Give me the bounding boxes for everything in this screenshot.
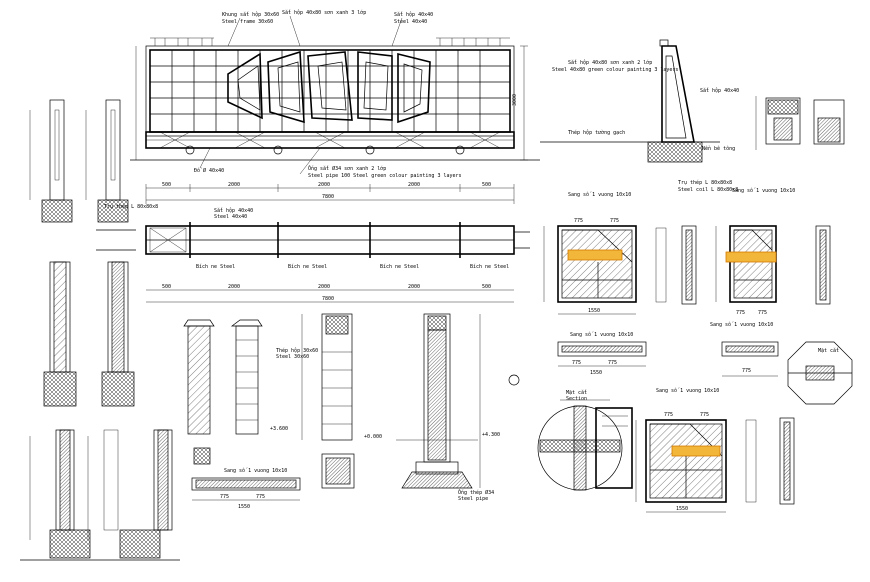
detail-1-dim-a: 775 <box>574 218 583 224</box>
plan-note-3: Steel 40x40 <box>214 214 247 220</box>
strip-2-title: Sang số 1 vuong 10x10 <box>710 321 773 328</box>
strip-1-dim-a: 775 <box>572 360 581 366</box>
callout-4: Steel pipe <box>458 496 488 502</box>
side-note-4: Thép hộp tường gạch <box>568 129 625 136</box>
strip-2-dim: 775 <box>742 368 751 374</box>
column-elevations: +4.300 +3.600 +0.000 Thép hộp 30x60 Stee… <box>183 313 520 502</box>
elevation-note-3: Sắt hộp 40x40 <box>394 11 433 18</box>
elevation-note-7: Steel pipe 100 Steel green colour painti… <box>308 173 462 179</box>
detail-1-dim-c: 1550 <box>588 308 600 314</box>
side-note-3: Sắt hộp 40x40 <box>700 87 739 94</box>
small-sections: Sang số 1 vuong 10x10 775 775 1550 <box>191 447 301 510</box>
elevation-span-5: 500 <box>482 182 491 188</box>
side-note-1: Sắt hộp 40x80 sơn xanh 2 lớp <box>568 59 652 66</box>
elevation-overall-dim: 7800 <box>322 194 334 200</box>
plan-note-1: Trụ thép L 80x80x8 <box>104 203 158 210</box>
connection-label-1: Mặt cắt <box>566 390 587 396</box>
elevation-height-dim: 3000 <box>512 94 518 106</box>
detail-panel-3: Sang số 1 vuong 10x10 775 775 1550 <box>635 387 795 513</box>
strip-1-title: Sang số 1 vuong 10x10 <box>570 331 633 338</box>
side-note-5: Nền bê tông <box>702 145 735 152</box>
elevation-note-4: Steel frame 30x60 <box>222 19 273 25</box>
elevation-span-4: 2000 <box>408 182 420 188</box>
plan-span-5: 500 <box>482 284 491 290</box>
callout-1: Thép hộp 30x60 <box>276 347 318 354</box>
side-label-1: Trụ thép L 80x80x8 <box>678 179 732 186</box>
callout-3: Ống thép Ø34 <box>458 489 494 496</box>
elevation-span-1: 500 <box>162 182 171 188</box>
plan-note-2: Sắt hộp 40x40 <box>214 207 253 214</box>
elevation-note-6: Ống sắt Ø34 sơn xanh 2 lớp <box>308 165 386 172</box>
gate-plan: Trụ thép L 80x80x8 Sắt hộp 40x40 Steel 4… <box>96 203 530 303</box>
level-zero: +0.000 <box>364 434 382 440</box>
side-note-2: Steel 40x80 green colour painting 3 laye… <box>552 67 678 73</box>
detail-2-title: Sang số 1 vuong 10x10 <box>732 187 795 194</box>
left-post-details <box>20 99 180 561</box>
detail-2-dim-b: 775 <box>758 310 767 316</box>
elevation-span-3: 2000 <box>318 182 330 188</box>
strip-1-dim-b: 775 <box>608 360 617 366</box>
small-section-title: Sang số 1 vuong 10x10 <box>224 467 287 474</box>
plan-note-5: Bích ne Steel <box>288 263 327 270</box>
plan-span-3: 2000 <box>318 284 330 290</box>
detail-1-dim-b: 775 <box>610 218 619 224</box>
side-label-2: Steel coil L 80x80x8 <box>678 187 738 193</box>
elevation-note-5: Steel 40x40 <box>394 19 427 25</box>
side-section: Sắt hộp 40x80 sơn xanh 2 lớp Steel 40x80… <box>540 39 845 193</box>
plan-note-7: Bích ne Steel <box>470 263 509 270</box>
small-section-dim-c: 1550 <box>238 504 250 510</box>
detail-3-dim-a: 775 <box>664 412 673 418</box>
elevation-note-8: Đồ Ø 40x40 <box>194 167 224 174</box>
plan-span-4: 2000 <box>408 284 420 290</box>
gate-elevation: 3000 500 2000 2000 2000 500 7800 Khung s… <box>130 9 540 204</box>
connection-label-2: Section <box>566 396 587 402</box>
elevation-note-1: Khung sắt hộp 30x60 <box>222 11 279 18</box>
detail-strips: Sang số 1 vuong 10x10 775 775 1550 Sang … <box>557 321 779 377</box>
plan-span-1: 500 <box>162 284 171 290</box>
plan-span-2: 2000 <box>228 284 240 290</box>
level-top: +4.300 <box>482 432 500 438</box>
detail-panel-2: Sang số 1 vuong 10x10 775 775 <box>715 187 831 316</box>
elevation-span-2: 2000 <box>228 182 240 188</box>
plan-overall-dim: 7800 <box>322 296 334 302</box>
detail-1-title: Sang số 1 vuong 10x10 <box>568 191 631 198</box>
connection-detail: Mặt cắt Section <box>537 390 633 491</box>
detail-2-dim-a: 775 <box>736 310 745 316</box>
detail-3-dim-c: 1550 <box>676 506 688 512</box>
plan-note-6: Bích ne Steel <box>380 263 419 270</box>
strip-1-dim-c: 1550 <box>590 370 602 376</box>
level-mid: +3.600 <box>270 426 288 432</box>
detail-panel-1: Sang số 1 vuong 10x10 775 775 1550 <box>543 191 697 315</box>
small-section-dim-a: 775 <box>220 494 229 500</box>
octagon-detail: Mặt cắt <box>787 341 853 405</box>
small-section-dim-b: 775 <box>256 494 265 500</box>
octagon-label: Mặt cắt <box>818 348 839 354</box>
plan-note-4: Bích ne Steel <box>196 263 235 270</box>
elevation-note-2: Sắt hộp 40x80 sơn xanh 3 lớp <box>282 9 366 16</box>
detail-3-title: Sang số 1 vuong 10x10 <box>656 387 719 394</box>
detail-3-dim-b: 775 <box>700 412 709 418</box>
callout-2: Steel 30x60 <box>276 354 309 360</box>
